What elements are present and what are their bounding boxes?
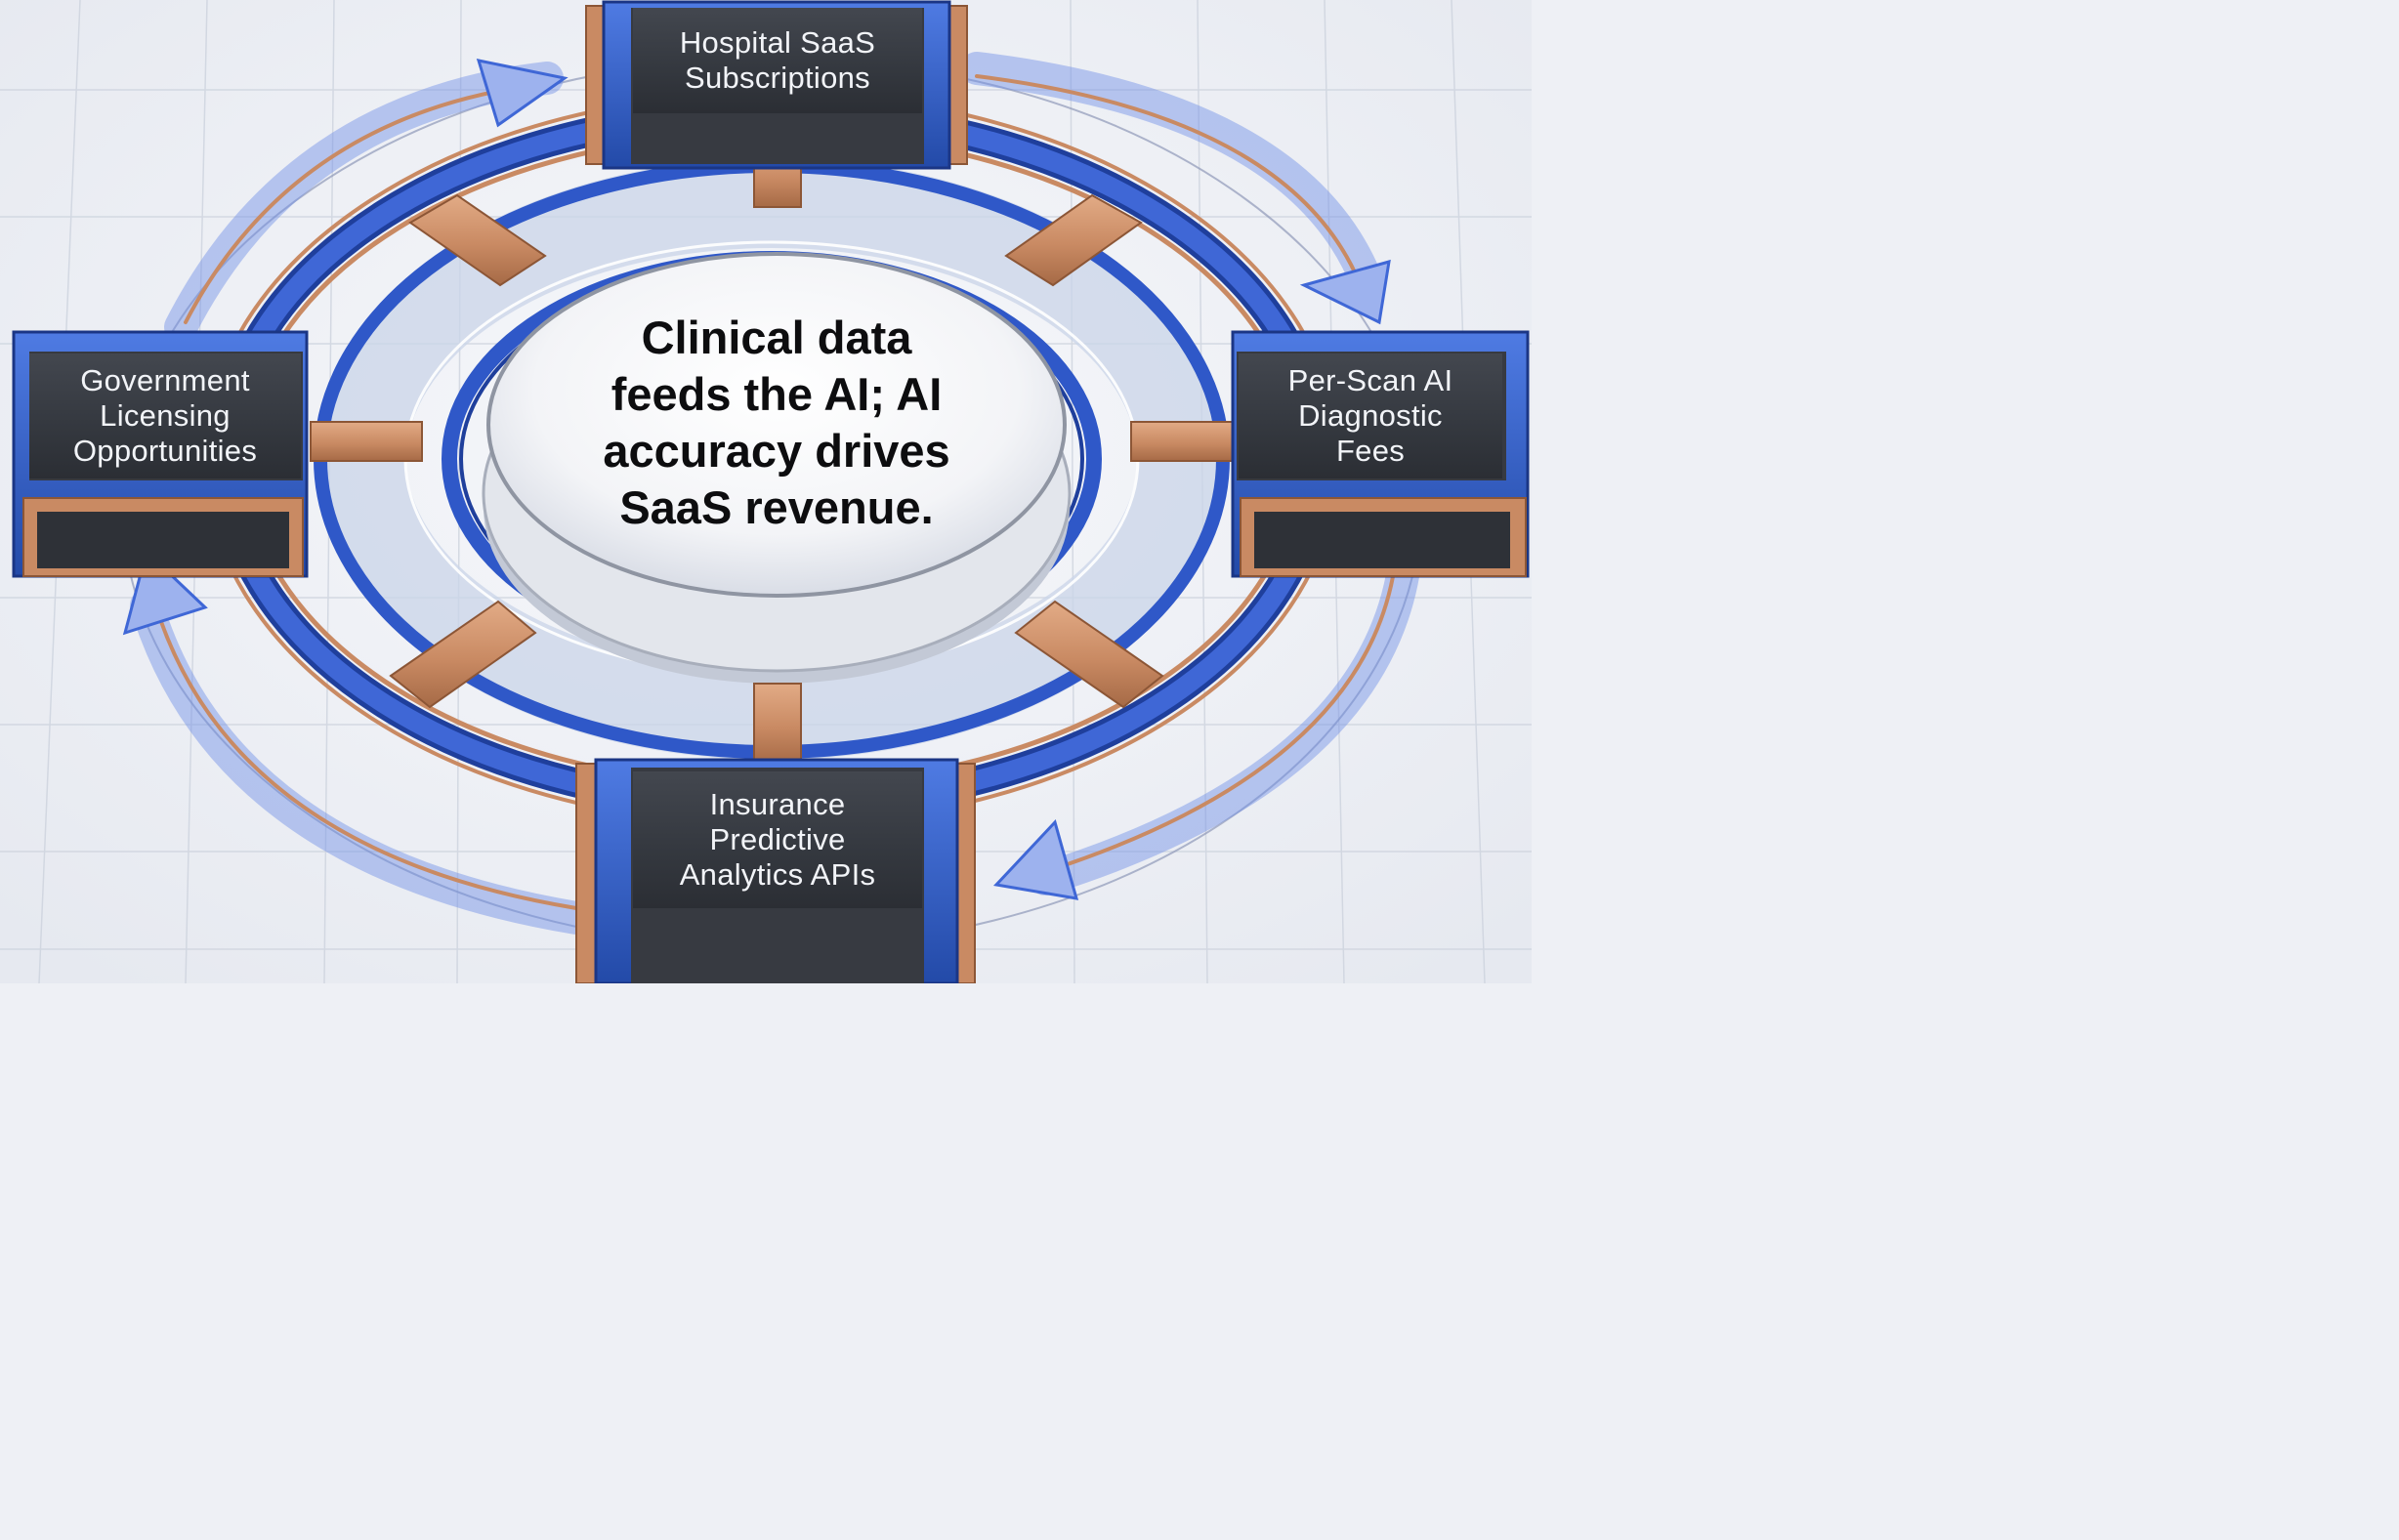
connector-lower-left-icon [389,600,537,709]
center-message: Clinical data feeds the AI; AI accuracy … [603,312,950,533]
center-disc [486,252,1067,598]
arrowhead-bottom-right-icon [992,819,1079,900]
node-government-licensing: Government Licensing Opportunities [29,354,301,479]
connector-right-icon [1130,421,1243,462]
node-hospital-saas-subscriptions: Hospital SaaS Subscriptions [633,8,922,113]
ring-connectors [310,144,1243,765]
arrowhead-top-left-icon [476,59,568,128]
connector-bottom-icon [753,683,802,765]
connector-lower-right-icon [1014,600,1164,709]
connector-upper-right-icon [1004,193,1143,287]
node-per-scan-ai-fees: Per-Scan AI Diagnostic Fees [1239,354,1502,479]
flow-arrow-upper-right-icon [960,52,1384,300]
flow-arrow-lower-left-icon [130,589,593,935]
connector-left-icon [310,421,423,462]
node-insurance-analytics-apis: Insurance Predictive Analytics APIs [633,771,922,908]
arrowhead-right-icon [1299,259,1391,325]
flow-arrow-lower-right-icon [1029,530,1423,895]
flow-arrows [122,52,1423,935]
connector-upper-left-icon [408,193,547,287]
